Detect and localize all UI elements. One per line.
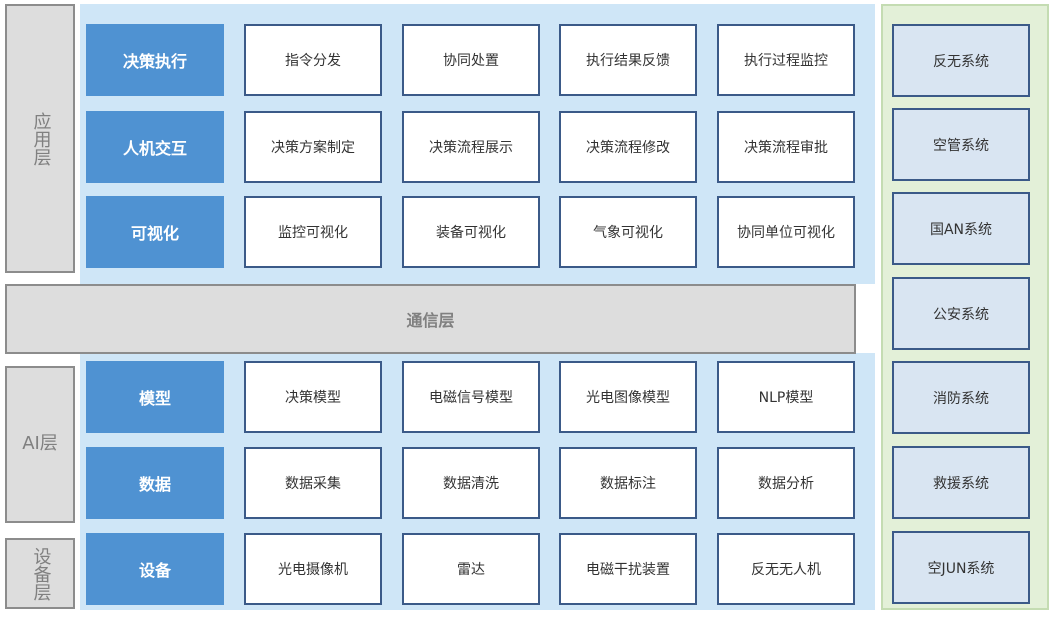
system-box: 消防系统 <box>892 361 1030 434</box>
system-box: 空JUN系统 <box>892 531 1030 604</box>
system-box: 反无系统 <box>892 24 1030 97</box>
system-box: 救援系统 <box>892 446 1030 519</box>
module-box: 电磁信号模型 <box>402 361 540 433</box>
module-box: 电磁干扰装置 <box>559 533 697 605</box>
module-box: 数据标注 <box>559 447 697 519</box>
system-box: 国AN系统 <box>892 192 1030 265</box>
category-5: 设备 <box>86 533 224 605</box>
module-box: NLP模型 <box>717 361 855 433</box>
module-box: 决策方案制定 <box>244 111 382 183</box>
module-box: 气象可视化 <box>559 196 697 268</box>
module-box: 监控可视化 <box>244 196 382 268</box>
category-2: 可视化 <box>86 196 224 268</box>
ai-layer-label: AI层 <box>5 366 75 523</box>
module-box: 光电摄像机 <box>244 533 382 605</box>
system-box: 空管系统 <box>892 108 1030 181</box>
module-box: 数据分析 <box>717 447 855 519</box>
category-4: 数据 <box>86 447 224 519</box>
module-box: 决策流程修改 <box>559 111 697 183</box>
module-box: 决策模型 <box>244 361 382 433</box>
category-3: 模型 <box>86 361 224 433</box>
module-box: 执行过程监控 <box>717 24 855 96</box>
device-layer-label: 设备层 <box>5 538 75 609</box>
module-box: 指令分发 <box>244 24 382 96</box>
category-1: 人机交互 <box>86 111 224 183</box>
module-box: 决策流程展示 <box>402 111 540 183</box>
module-box: 反无无人机 <box>717 533 855 605</box>
module-box: 协同单位可视化 <box>717 196 855 268</box>
module-box: 决策流程审批 <box>717 111 855 183</box>
module-box: 雷达 <box>402 533 540 605</box>
module-box: 装备可视化 <box>402 196 540 268</box>
module-box: 协同处置 <box>402 24 540 96</box>
module-box: 数据采集 <box>244 447 382 519</box>
system-box: 公安系统 <box>892 277 1030 350</box>
category-0: 决策执行 <box>86 24 224 96</box>
module-box: 光电图像模型 <box>559 361 697 433</box>
module-box: 数据清洗 <box>402 447 540 519</box>
application-layer-label: 应用层 <box>5 4 75 273</box>
module-box: 执行结果反馈 <box>559 24 697 96</box>
communication-layer: 通信层 <box>5 284 856 354</box>
